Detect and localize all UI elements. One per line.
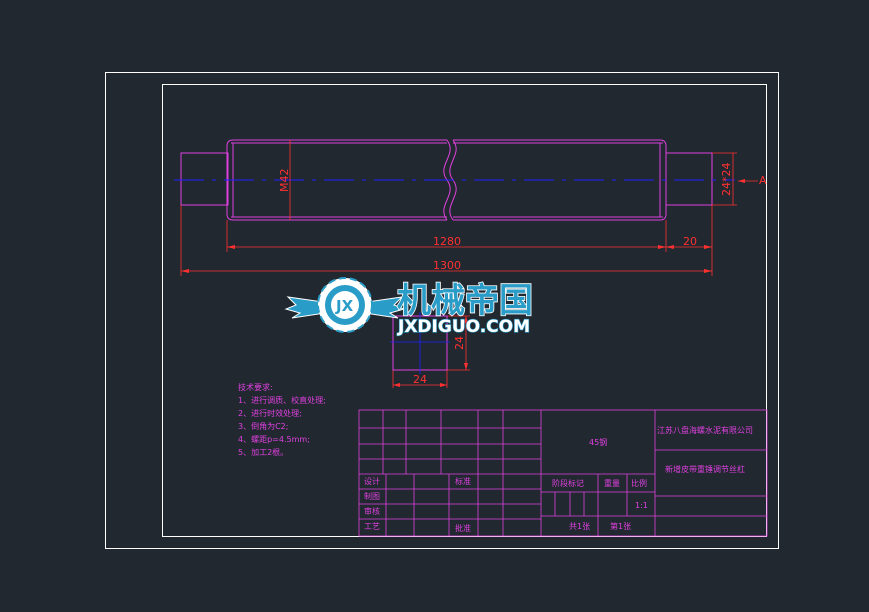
outer-frame <box>105 72 779 549</box>
emblem-text: JX <box>335 297 354 315</box>
sheet-no-text: 第1张 <box>610 521 631 531</box>
standardization-text: 标准 <box>455 476 471 486</box>
tech-note-3: 3、倒角为C2; <box>238 421 288 431</box>
length-1300-label: 1300 <box>433 259 461 272</box>
section-height-label: 24 <box>453 336 466 350</box>
drafting-text: 制图 <box>364 491 380 501</box>
part-name-text: 新增皮带重锤调节丝杠 <box>665 464 745 474</box>
section-arrow-label: A <box>759 174 767 187</box>
end-section-label: 24*24 <box>720 163 733 197</box>
section-width-label: 24 <box>413 373 427 386</box>
sheets-total-text: 共1张 <box>569 522 590 531</box>
tech-note-5: 5、加工2根。 <box>238 447 288 457</box>
weight-text: 重量 <box>604 478 620 488</box>
tech-notes: 技术要求: 1、进行调质、校直处理; 2、进行时效处理; 3、倒角为C2; 4、… <box>238 382 326 457</box>
logo-cn-text: 机械帝国 <box>397 281 533 321</box>
gear-emblem-icon: JX <box>317 277 373 333</box>
material-text: 45钢 <box>589 437 607 447</box>
stage-mark-text: 阶段标记 <box>552 478 584 488</box>
title-block-text: 45钢 江苏八盘海螺水泥有限公司 新增皮带重锤调节丝杠 阶段标记 重量 比例 1… <box>364 425 753 533</box>
length-20-label: 20 <box>683 235 697 248</box>
title-block[interactable] <box>358 409 768 537</box>
scale-value-text: 1:1 <box>635 501 648 510</box>
logo-en-text: JXDIGUO.COM <box>397 317 530 337</box>
tech-notes-title: 技术要求: <box>238 382 273 392</box>
length-1280-label: 1280 <box>433 235 461 248</box>
scale-label-text: 比例 <box>631 478 647 488</box>
tech-note-2: 2、进行时效处理; <box>238 408 302 418</box>
tech-note-4: 4、螺距p=4.5mm; <box>238 434 310 444</box>
dimension-lines <box>180 140 758 388</box>
company-text: 江苏八盘海螺水泥有限公司 <box>657 425 753 435</box>
design-text: 设计 <box>364 476 380 486</box>
inner-frame <box>162 84 767 537</box>
tech-note-1: 1、进行调质、校直处理; <box>238 395 326 405</box>
diameter-label: M42 <box>278 169 291 193</box>
process-text: 工艺 <box>364 522 380 531</box>
review-text: 审核 <box>364 506 380 516</box>
watermark-logo: JX 机械帝国 JXDIGUO.COM <box>284 277 534 338</box>
approval-text: 批准 <box>455 523 471 533</box>
